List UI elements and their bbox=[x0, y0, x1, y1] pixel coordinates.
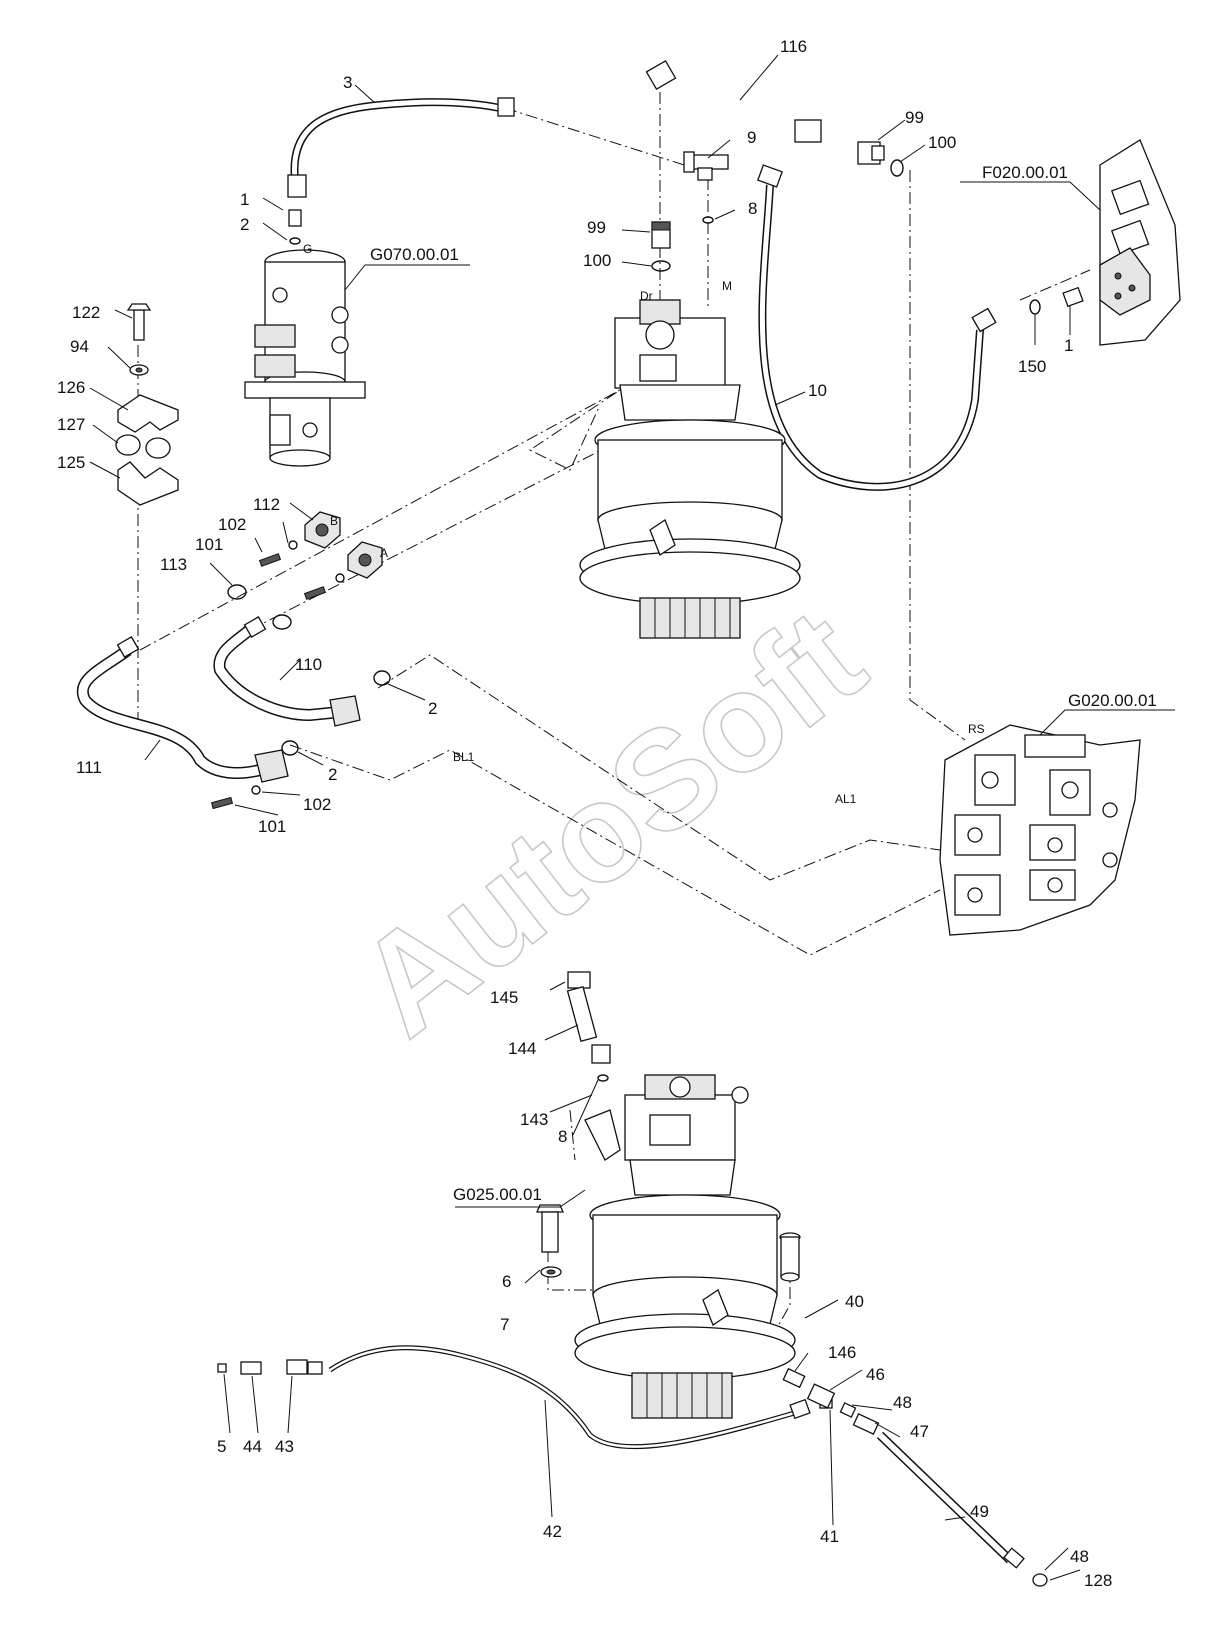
sleeve-40 bbox=[779, 1232, 801, 1282]
callout-48-top: 48 bbox=[893, 1393, 912, 1412]
control-valve-g020 bbox=[939, 724, 1141, 936]
oring-100-mid bbox=[651, 260, 671, 272]
callout-101-top: 101 bbox=[195, 535, 223, 554]
callout-47: 47 bbox=[910, 1422, 929, 1441]
callout-40: 40 bbox=[845, 1292, 864, 1311]
bracket-f020 bbox=[1029, 139, 1181, 346]
callout-146: 146 bbox=[828, 1343, 856, 1362]
callout-3: 3 bbox=[343, 73, 352, 92]
callout-122: 122 bbox=[72, 303, 100, 322]
callout-116: 116 bbox=[780, 37, 807, 56]
callout-113: 113 bbox=[160, 555, 187, 574]
callout-110: 110 bbox=[295, 655, 322, 674]
oring-2-right bbox=[373, 670, 391, 686]
callout-10: 10 bbox=[808, 381, 827, 400]
clamp-stack bbox=[115, 303, 179, 506]
callout-143: 143 bbox=[520, 1110, 548, 1129]
callout-150: 150 bbox=[1018, 357, 1046, 376]
ref-g025: G025.00.01 bbox=[453, 1185, 542, 1204]
leader-lines bbox=[89, 54, 1175, 1581]
callout-2-right: 2 bbox=[428, 699, 437, 718]
washer-7-hole bbox=[546, 1269, 556, 1275]
hose-116 bbox=[645, 53, 822, 143]
fittings-146-46-48-47 bbox=[782, 1367, 880, 1435]
watermark: AutoSoft bbox=[328, 577, 892, 1066]
callout-7: 7 bbox=[500, 1315, 509, 1334]
port-m-label: M bbox=[722, 279, 732, 293]
callout-44: 44 bbox=[243, 1437, 262, 1456]
swing-motor-bottom bbox=[566, 971, 796, 1419]
swing-motor-top bbox=[579, 299, 801, 639]
callout-2-swivel: 2 bbox=[240, 215, 249, 234]
oring-2-left bbox=[281, 740, 299, 756]
port-dr-label: Dr bbox=[640, 289, 653, 303]
pipe-111 bbox=[76, 636, 289, 810]
callout-1-swivel: 1 bbox=[240, 190, 249, 209]
callout-102-bottom: 102 bbox=[303, 795, 331, 814]
tube-49 bbox=[876, 1431, 1048, 1587]
bolts-101-102-top bbox=[258, 540, 345, 600]
pipe-110 bbox=[213, 616, 361, 727]
ref-f020: F020.00.01 bbox=[982, 163, 1068, 182]
port-bl1-label: BL1 bbox=[453, 750, 475, 764]
callout-100-top: 100 bbox=[928, 133, 956, 152]
fitting-99-top bbox=[857, 141, 885, 165]
swivel-joint-g070 bbox=[244, 209, 366, 467]
port-labels: G Dr M B A RS BL1 AL1 bbox=[303, 242, 985, 806]
callout-5: 5 bbox=[217, 1437, 226, 1456]
callout-9: 9 bbox=[747, 128, 756, 147]
tee-fitting-9 bbox=[683, 151, 729, 181]
callout-94: 94 bbox=[70, 337, 89, 356]
callouts: 116 3 9 99 100 1 2 8 99 100 122 94 126 1… bbox=[57, 37, 1112, 1590]
callout-8-top: 8 bbox=[748, 199, 757, 218]
fitting-99-mid bbox=[651, 221, 671, 249]
reference-labels: F020.00.01 G070.00.01 G020.00.01 G025.00… bbox=[370, 163, 1157, 1204]
flange-a bbox=[347, 541, 383, 579]
grease-line-42 bbox=[217, 1345, 833, 1450]
callout-128: 128 bbox=[1084, 1571, 1112, 1590]
callout-101-bottom: 101 bbox=[258, 817, 286, 836]
oring-113 bbox=[227, 584, 247, 600]
callout-145: 145 bbox=[490, 988, 518, 1007]
ref-g020: G020.00.01 bbox=[1068, 691, 1157, 710]
hose-10 bbox=[757, 164, 997, 491]
callout-2-left: 2 bbox=[328, 765, 337, 784]
callout-144: 144 bbox=[508, 1039, 536, 1058]
callout-41: 41 bbox=[820, 1527, 839, 1546]
oring-113b bbox=[272, 614, 292, 630]
callout-111: 111 bbox=[76, 758, 102, 777]
port-rs-label: RS bbox=[968, 722, 985, 736]
callout-112: 112 bbox=[253, 495, 280, 514]
ref-g070: G070.00.01 bbox=[370, 245, 459, 264]
port-b-label: B bbox=[330, 514, 338, 528]
callout-126: 126 bbox=[57, 378, 85, 397]
oring-100-top bbox=[890, 159, 904, 177]
watermark-text: AutoSoft bbox=[329, 578, 891, 1066]
callout-6: 6 bbox=[502, 1272, 511, 1291]
callout-46: 46 bbox=[866, 1365, 885, 1384]
callout-8-bottom: 8 bbox=[558, 1127, 567, 1146]
callout-42: 42 bbox=[543, 1522, 562, 1541]
callout-48-bottom: 48 bbox=[1070, 1547, 1089, 1566]
callout-102-top: 102 bbox=[218, 515, 246, 534]
hose-3 bbox=[287, 97, 515, 198]
port-a-label: A bbox=[380, 546, 388, 560]
callout-99-top: 99 bbox=[905, 108, 924, 127]
callout-99-mid: 99 bbox=[587, 218, 606, 237]
bolt-6 bbox=[536, 1204, 564, 1253]
callout-127: 127 bbox=[57, 415, 85, 434]
callout-43: 43 bbox=[275, 1437, 294, 1456]
flange-b bbox=[304, 511, 341, 549]
port-al1-label: AL1 bbox=[835, 792, 857, 806]
callout-1-panel: 1 bbox=[1064, 336, 1073, 355]
callout-49: 49 bbox=[970, 1502, 989, 1521]
port-g-label: G bbox=[303, 242, 312, 256]
oring-8-top bbox=[702, 216, 714, 224]
callout-125: 125 bbox=[57, 453, 85, 472]
callout-100-mid: 100 bbox=[583, 251, 611, 270]
